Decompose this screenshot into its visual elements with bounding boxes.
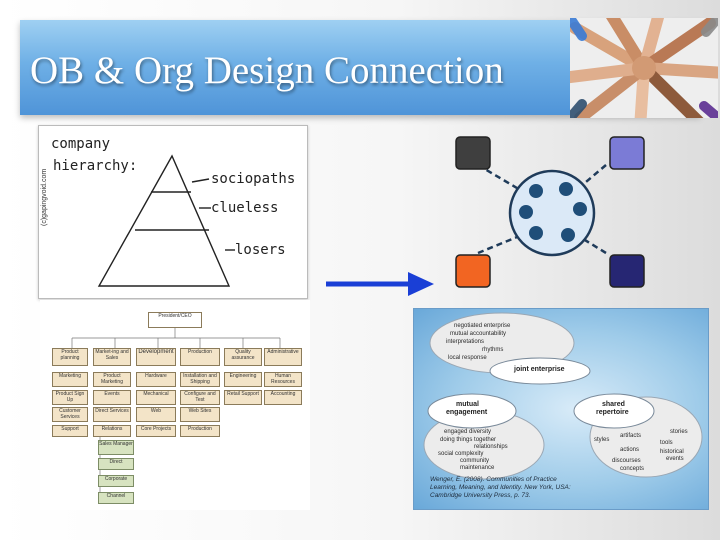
wenger-term: negotiated enterprise: [454, 323, 511, 329]
wenger-term: historical: [660, 449, 684, 455]
node-top-right: [609, 136, 645, 170]
member-dot: [529, 184, 543, 198]
org-box: Support: [52, 425, 88, 437]
network-diagram: [440, 125, 720, 295]
org-box: Production: [180, 425, 220, 437]
label-losers: losers: [235, 242, 286, 258]
org-box-sub: Sales Manager: [98, 440, 134, 455]
mutual-engagement-label-1: mutual: [456, 401, 479, 408]
wenger-term: engaged diversity: [444, 429, 492, 435]
citation-line-1: Wenger, E. (2008). Communities of Practi…: [430, 476, 557, 483]
org-box-sub: Corporate: [98, 475, 134, 487]
org-box: Marketing: [52, 372, 88, 387]
org-box: Development: [136, 348, 176, 366]
shared-repertoire-label-1: shared: [602, 401, 625, 408]
cartoon-heading-line2: hierarchy:: [53, 158, 137, 174]
org-box: Product Marketing: [93, 372, 131, 387]
org-box: Hardware: [136, 372, 176, 387]
wenger-term: local response: [448, 355, 487, 361]
shared-repertoire-label-2: repertoire: [596, 409, 629, 416]
wenger-term: discourses: [612, 458, 641, 464]
citation-line-2: Learning, Meaning, and Identity. New Yor…: [430, 484, 571, 491]
member-dot: [519, 205, 533, 219]
wenger-term: concepts: [620, 466, 645, 472]
org-box: Relations: [93, 425, 131, 437]
joint-enterprise-label: joint enterprise: [514, 366, 565, 373]
org-box: Accounting: [264, 390, 302, 405]
wenger-term: rhythms: [482, 347, 504, 353]
org-box: Administrative: [264, 348, 302, 366]
wenger-term: events: [666, 456, 684, 462]
org-box: Web: [136, 407, 176, 422]
org-box: Product planning: [52, 348, 88, 366]
org-box: Core Projects: [136, 425, 176, 437]
org-box: Quality assurance: [224, 348, 262, 366]
wenger-term: maintenance: [460, 465, 495, 471]
member-dot: [529, 226, 543, 240]
org-chart-connectors: [71, 328, 281, 498]
network-members: [519, 182, 587, 242]
hierarchy-cartoon: company hierarchy: sociopaths clueless l…: [38, 125, 308, 299]
mutual-engagement-label-2: engagement: [446, 409, 488, 416]
citation-line-3: Cambridge University Press, p. 73.: [430, 492, 531, 499]
org-box: Production: [180, 348, 220, 366]
cartoon-heading-line1: company: [51, 136, 110, 152]
org-box: Direct Services: [93, 407, 131, 422]
node-bottom-left: [455, 254, 491, 288]
cartoon-credit: (c)gapingvoid.com: [41, 168, 48, 226]
org-box: Human Resources: [264, 372, 302, 387]
org-box: Web Sites: [180, 407, 220, 422]
org-box: Retail Support: [224, 390, 262, 405]
wenger-term: actions: [620, 447, 640, 453]
wenger-term: tools: [660, 440, 673, 446]
node-top-left: [455, 136, 491, 170]
org-box: Product Sign Up: [52, 390, 88, 405]
org-box: Events: [93, 390, 131, 405]
node-bottom-right: [609, 254, 645, 288]
org-box: Mechanical: [136, 390, 176, 405]
org-box: Market-ing and Sales: [93, 348, 131, 366]
label-sociopaths: sociopaths: [211, 171, 295, 187]
org-box-sub: Direct: [98, 458, 134, 470]
wenger-term: mutual accountability: [450, 331, 507, 337]
wenger-term: interpretations: [446, 339, 485, 345]
org-box: Engineering: [224, 372, 262, 387]
wenger-term: styles: [594, 437, 610, 443]
member-dot: [573, 202, 587, 216]
wenger-term: community: [460, 458, 490, 464]
transition-arrow: [320, 270, 440, 300]
org-box: Configure and Test: [180, 390, 220, 405]
member-dot: [561, 228, 575, 242]
slide-title: OB & Org Design Connection: [30, 49, 504, 92]
team-hands-photo: [570, 18, 718, 118]
wenger-term: doing things together: [440, 437, 497, 443]
wenger-term: relationships: [474, 444, 508, 450]
pyramid-drawing: [97, 154, 235, 287]
label-clueless: clueless: [211, 200, 278, 216]
community-of-practice-diagram: negotiated enterprise mutual accountabil…: [413, 308, 709, 510]
org-box: Installation and Shipping: [180, 372, 220, 387]
org-chart: President/CEO Product planning Market-in…: [40, 300, 310, 510]
member-dot: [559, 182, 573, 196]
org-box-ceo: President/CEO: [148, 312, 202, 328]
wenger-term: artifacts: [620, 433, 642, 439]
org-box: Customer Services: [52, 407, 88, 422]
wenger-term: stories: [670, 429, 688, 435]
org-box-sub: Channel: [98, 492, 134, 504]
wenger-term: social complexity: [438, 451, 484, 457]
